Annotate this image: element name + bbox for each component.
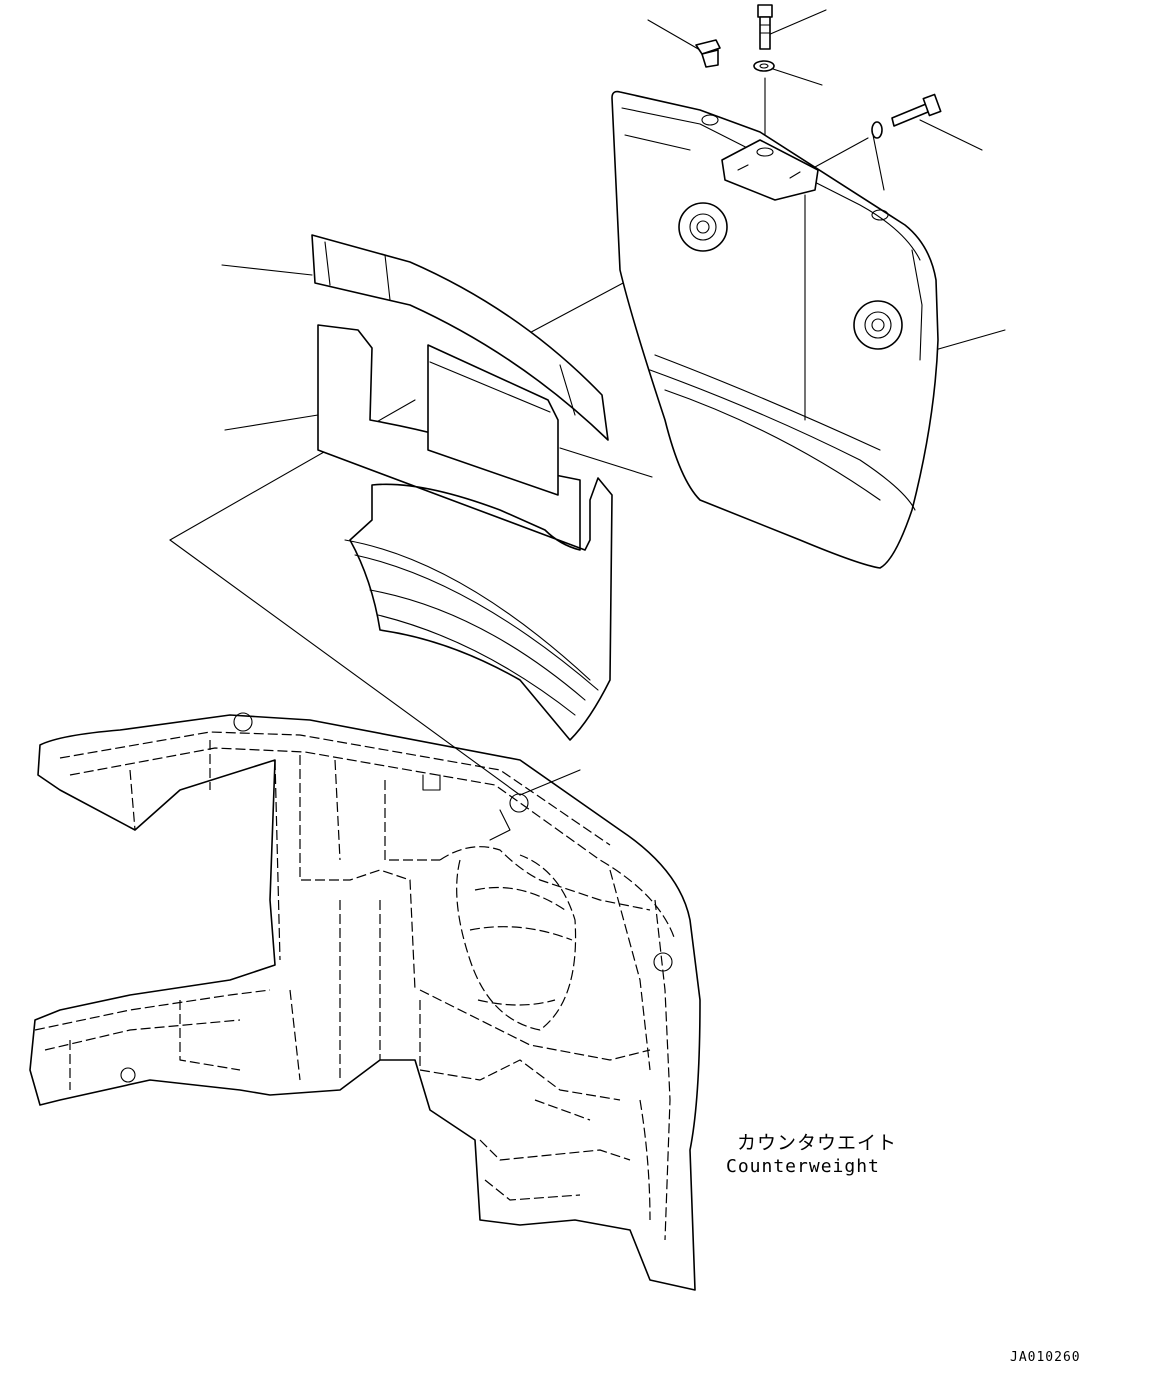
cover-assembly [611, 90, 939, 569]
part-label-japanese: カウンタウエイト [737, 1132, 898, 1154]
cover-panel [317, 324, 613, 741]
bolt-icon [757, 4, 773, 50]
drawing-number: JA010260 [1010, 1350, 1081, 1365]
washer-icon-2 [871, 121, 883, 139]
counterweight-body [29, 712, 701, 1291]
rivet-icon [695, 39, 721, 68]
washer-icon [753, 60, 775, 72]
bolt-icon-2 [891, 93, 942, 127]
top-strip [311, 234, 609, 441]
part-label-english: Counterweight [726, 1156, 880, 1177]
